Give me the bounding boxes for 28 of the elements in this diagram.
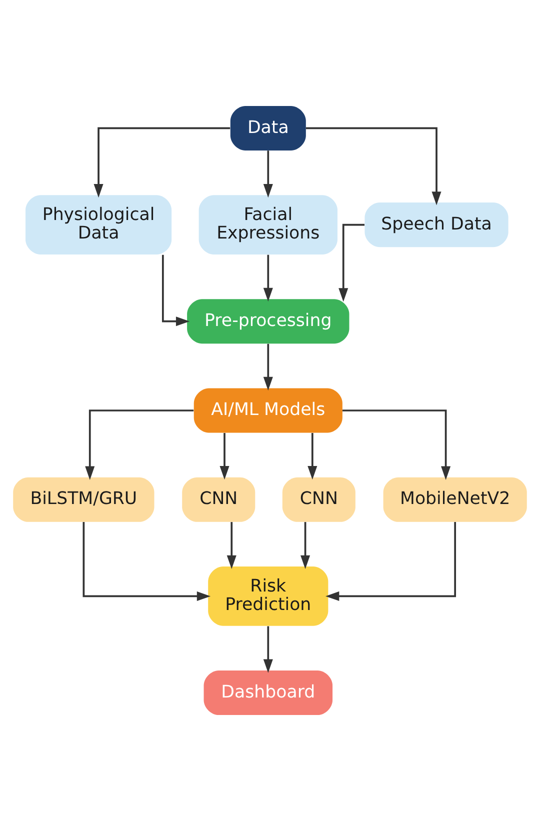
arrow [226,522,236,569]
node-box: CNN [182,476,256,522]
arrow [85,409,194,480]
arrow [82,522,211,600]
node-box: BiLSTM/GRU [13,476,154,522]
arrow [342,409,451,480]
arrow [263,150,273,198]
arrow [220,432,230,480]
arrow [162,254,190,326]
node-box: Speech Data [364,202,508,247]
node-box: Dashboard [204,670,333,715]
node-box: Pre-processing [187,298,350,344]
node-box: Facial Expressions [198,194,338,254]
arrow [263,254,273,302]
arrow [326,522,456,600]
arrow [263,626,273,672]
arrow [94,126,230,198]
node-box: AI/ML Models [194,388,342,432]
node-box: MobileNetV2 [383,476,527,522]
node-box: CNN [282,476,356,522]
arrow [308,432,318,480]
arrow [263,343,273,390]
node-box: Physiological Data [26,194,172,254]
node-box: Data [230,105,306,150]
arrow [300,522,310,569]
arrow [306,126,442,205]
node-box: Risk Prediction [208,566,328,626]
arrow [338,223,364,302]
